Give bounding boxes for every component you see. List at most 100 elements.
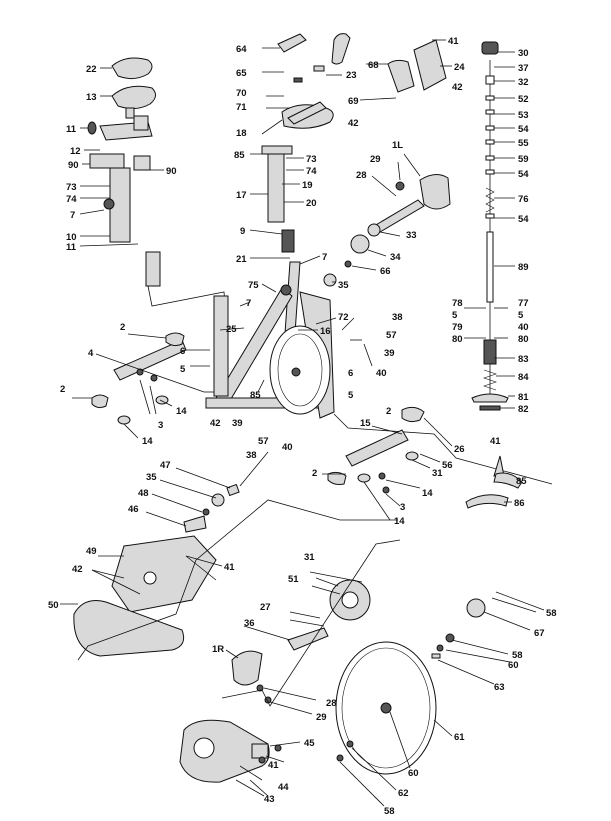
label-54-b: 54: [518, 169, 529, 180]
label-47: 47: [160, 460, 171, 471]
label-29-a: 29: [370, 154, 381, 165]
label-80-a: 80: [452, 334, 463, 345]
label-40-c: 40: [282, 442, 293, 453]
label-3-a: 3: [158, 420, 163, 431]
label-41-c: 41: [224, 562, 235, 573]
label-40-b: 40: [376, 368, 387, 379]
label-4: 4: [88, 348, 94, 359]
label-42-c: 42: [210, 418, 221, 429]
label-41-b: 41: [490, 436, 501, 447]
label-7-b: 7: [322, 252, 327, 263]
label-34: 34: [390, 252, 401, 263]
label-38-b: 38: [246, 450, 257, 461]
label-2-d: 2: [312, 468, 317, 479]
label-80-b: 80: [518, 334, 529, 345]
label-37: 37: [518, 63, 529, 74]
label-14-d: 14: [394, 516, 405, 527]
label-5-d: 5: [348, 390, 354, 401]
label-11-a: 11: [66, 124, 77, 135]
label-52: 52: [518, 94, 529, 105]
label-43: 43: [264, 794, 275, 805]
label-78: 78: [452, 298, 463, 309]
label-14-b: 14: [142, 436, 153, 447]
label-2-c: 2: [386, 406, 391, 417]
rear-stabilizer: [322, 406, 453, 521]
label-41-a: 41: [448, 36, 459, 47]
label-85-a: 85: [234, 150, 245, 161]
label-74-a: 74: [66, 194, 77, 205]
label-49: 49: [86, 546, 97, 557]
label-79: 79: [452, 322, 463, 333]
label-54-c: 54: [518, 214, 529, 225]
label-6-a: 6: [180, 346, 185, 357]
tension-rod-assembly: [464, 41, 515, 411]
label-69: 69: [348, 96, 359, 107]
label-68: 68: [368, 60, 379, 71]
crank-right-chainring: [221, 539, 401, 715]
label-85-c: 85: [516, 476, 527, 487]
label-60-b: 60: [408, 768, 419, 779]
label-42-d: 42: [72, 564, 83, 575]
label-2-a: 2: [120, 322, 125, 333]
label-82: 82: [518, 404, 529, 415]
label-75: 75: [248, 280, 259, 291]
label-6-b: 6: [348, 368, 353, 379]
label-26: 26: [454, 444, 465, 455]
label-36: 36: [244, 618, 255, 629]
label-9: 9: [240, 226, 245, 237]
label-65: 65: [236, 68, 247, 79]
label-21: 21: [236, 254, 247, 265]
label-28-a: 28: [356, 170, 367, 181]
label-1R: 1R: [212, 644, 224, 655]
label-63: 63: [494, 682, 505, 693]
label-70: 70: [236, 88, 247, 99]
brake-parts: [465, 455, 523, 509]
chain-guard-outer: [179, 719, 301, 797]
label-60-a: 60: [508, 660, 519, 671]
label-45: 45: [304, 738, 315, 749]
label-30: 30: [518, 48, 529, 59]
label-83: 83: [518, 354, 529, 365]
label-7-a: 7: [70, 210, 75, 221]
label-77: 77: [518, 298, 529, 309]
label-15: 15: [360, 418, 371, 429]
label-32: 32: [518, 77, 529, 88]
flywheel: [335, 591, 545, 807]
computer-console: [359, 39, 452, 101]
chain-guard-inner: [60, 499, 398, 661]
seat-assembly: [79, 57, 227, 317]
label-67: 67: [534, 628, 545, 639]
label-22: 22: [86, 64, 97, 75]
label-76: 76: [518, 194, 529, 205]
label-62: 62: [398, 788, 409, 799]
label-51: 51: [288, 574, 299, 585]
label-13: 13: [86, 92, 97, 103]
label-57-a: 57: [386, 330, 397, 341]
label-42-b: 42: [348, 118, 359, 129]
label-90-b: 90: [166, 166, 177, 177]
label-71: 71: [236, 102, 247, 113]
label-14-a: 14: [176, 406, 187, 417]
label-40-a: 40: [518, 322, 529, 333]
label-38-a: 38: [392, 312, 403, 323]
label-55: 55: [518, 138, 529, 149]
label-64: 64: [236, 44, 247, 55]
label-33: 33: [406, 230, 417, 241]
label-50: 50: [48, 600, 59, 611]
label-42-a: 42: [452, 82, 463, 93]
label-59: 59: [518, 154, 529, 165]
label-56: 56: [442, 460, 453, 471]
label-39-b: 39: [232, 418, 243, 429]
label-58-a: 58: [546, 608, 557, 619]
label-23: 23: [346, 70, 357, 81]
label-5-b: 5: [518, 310, 524, 321]
label-29-b: 29: [316, 712, 327, 723]
front-stabilizer: [72, 332, 210, 439]
label-14-c: 14: [422, 488, 433, 499]
label-31-a: 31: [432, 468, 443, 479]
label-46: 46: [128, 504, 139, 515]
label-85-b: 85: [250, 390, 261, 401]
crank-left: [323, 153, 451, 287]
label-58-b: 58: [512, 650, 523, 661]
label-58-c: 58: [384, 806, 395, 817]
